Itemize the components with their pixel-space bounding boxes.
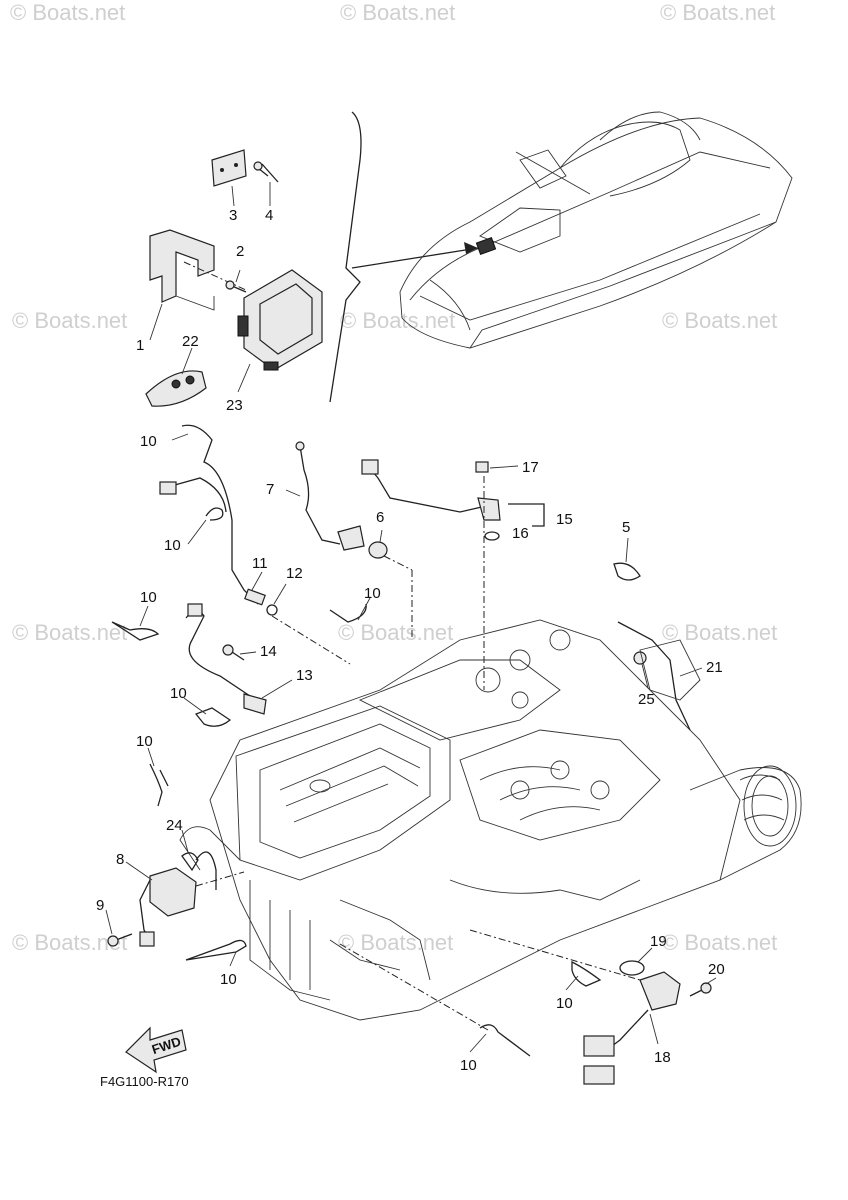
watermark: © Boats.net: [340, 308, 455, 333]
callout-11: 11: [252, 555, 268, 572]
key-fob-part-22: [145, 370, 207, 407]
bolt-part-20: [689, 982, 712, 997]
sensor-part-18: [583, 971, 681, 1085]
callout-6: 6: [376, 509, 384, 526]
callout-18: 18: [654, 1049, 671, 1066]
grommet-part-24: [181, 852, 199, 872]
lead-part-21: [617, 621, 691, 731]
bolt-part-14: [231, 651, 245, 661]
callout-9: 9: [96, 897, 104, 914]
plate-part-3: [211, 149, 247, 187]
cable-tie: [185, 939, 247, 961]
forward-direction-arrow: FWD: [125, 1026, 187, 1074]
leader-bracket-15: [508, 503, 545, 527]
bracket-part-1: [149, 229, 215, 311]
engine-block-illustration: [179, 619, 802, 1021]
callout-10: 10: [220, 971, 237, 988]
watermarks: © Boats.net © Boats.net © Boats.net © Bo…: [10, 0, 777, 955]
callout-3: 3: [229, 207, 237, 224]
callout-10: 10: [170, 685, 187, 702]
callout-10: 10: [460, 1057, 477, 1074]
callout-5: 5: [622, 519, 630, 536]
cable-tie: [194, 707, 232, 727]
callout-21: 21: [706, 659, 723, 676]
callout-24: 24: [166, 817, 183, 834]
callout-15: 15: [556, 511, 573, 528]
location-arrowhead: [464, 242, 478, 254]
sensor-lead-13: [185, 604, 251, 697]
watermark: © Boats.net: [662, 930, 777, 955]
callout-12: 12: [286, 565, 303, 582]
diagram-code: F4G1100-R170: [100, 1074, 189, 1089]
hose-part-7: [295, 441, 365, 551]
cable-tie: [149, 763, 169, 807]
callout-16: 16: [512, 525, 529, 542]
callout-14: 14: [260, 643, 277, 660]
callout-10: 10: [364, 585, 381, 602]
leader-lines: [105, 303, 717, 1053]
callout-10: 10: [140, 589, 157, 606]
watermark: © Boats.net: [338, 930, 453, 955]
wire-sensor-15: [361, 459, 501, 541]
watermark: © Boats.net: [662, 308, 777, 333]
cable-tie: [571, 960, 602, 987]
bolt-part-9: [107, 933, 133, 947]
cable-tie: [111, 621, 160, 641]
watermark: © Boats.net: [662, 620, 777, 645]
watermark: © Boats.net: [340, 0, 455, 25]
watermark: © Boats.net: [660, 0, 775, 25]
callout-10: 10: [140, 433, 157, 450]
watercraft-illustration: [399, 111, 793, 349]
section-divider: [329, 111, 362, 403]
callout-1: 1: [136, 337, 144, 354]
callout-10: 10: [136, 733, 153, 750]
callout-4: 4: [265, 207, 273, 224]
watermark: © Boats.net: [12, 308, 127, 333]
sensor-part-13: [243, 693, 267, 715]
callout-7: 7: [266, 481, 274, 498]
callout-10: 10: [164, 537, 181, 554]
sensor-part-6: [368, 541, 388, 559]
callout-8: 8: [116, 851, 124, 868]
control-unit-part-23: [237, 269, 323, 371]
component-part-8: [139, 867, 197, 947]
watermark: © Boats.net: [338, 620, 453, 645]
location-arrow-line: [351, 247, 479, 269]
callout-17: 17: [522, 459, 539, 476]
screw-part-4: [253, 161, 279, 183]
o-ring-part-19: [619, 960, 645, 976]
callout-2: 2: [236, 243, 244, 260]
wire-harness-left: [159, 424, 278, 616]
clamp-part-5: [613, 562, 641, 581]
callout-10: 10: [556, 995, 573, 1012]
callout-20: 20: [708, 961, 725, 978]
screw-part-2: [225, 280, 247, 293]
callout-13: 13: [296, 667, 313, 684]
cable-tie: [329, 603, 367, 623]
callout-22: 22: [182, 333, 199, 350]
callout-19: 19: [650, 933, 667, 950]
cable-tie: [479, 1024, 531, 1057]
watermark: © Boats.net: [10, 0, 125, 25]
callout-25: 25: [638, 691, 655, 708]
watermark: © Boats.net: [12, 620, 127, 645]
callout-23: 23: [226, 397, 243, 414]
callout-labels: 3 4 2 1 22 23 10 10 7 6 17 15 16 5 11 12…: [96, 207, 725, 1074]
wire-loop: [195, 851, 217, 890]
